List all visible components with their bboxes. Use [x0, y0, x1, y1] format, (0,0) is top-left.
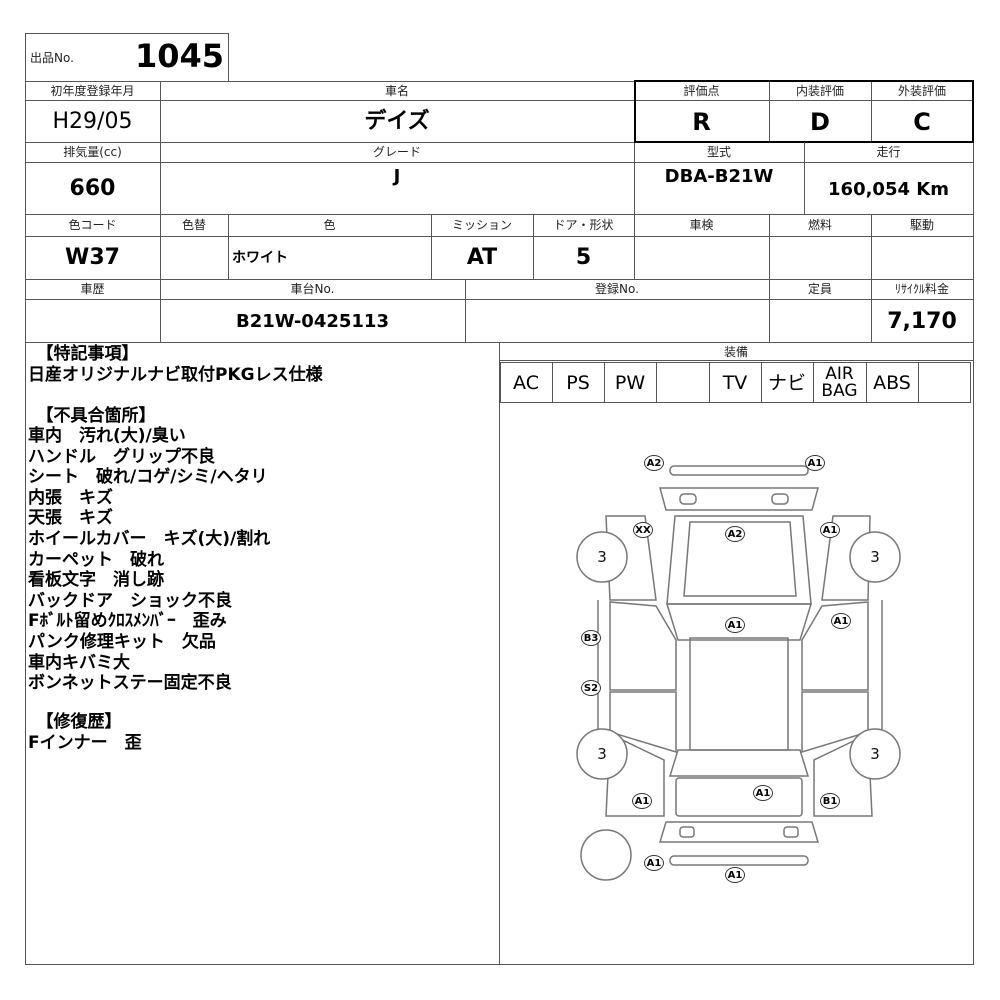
tire-front-right: 3 — [870, 548, 880, 566]
mission-label: ミッション — [451, 218, 512, 232]
history-label: 車歴 — [80, 282, 105, 296]
damage-mark: A1 — [632, 793, 652, 809]
interior-value: D — [810, 108, 830, 136]
equip-abs: ABS — [873, 372, 911, 394]
defects-list: 車内 汚れ(大)/臭い ハンドル グリップ不良 シート 破れ/コゲ/シミ/ヘタリ… — [28, 426, 271, 694]
score-label: 評価点 — [683, 84, 720, 98]
damage-mark: A2 — [725, 526, 745, 542]
damage-mark: A1 — [753, 785, 773, 801]
special-notes-heading: 【特記事項】 — [28, 344, 139, 364]
inspection-label: 車検 — [689, 218, 714, 232]
mileage-label: 走行 — [876, 145, 901, 159]
damage-mark: A2 — [644, 455, 664, 471]
displacement-label: 排気量(cc) — [63, 145, 122, 159]
equip-tv: TV — [722, 372, 748, 394]
reg-date-value: H29/05 — [52, 109, 133, 134]
recycle-value: 7,170 — [887, 309, 957, 334]
recycle-label: ﾘｻｲｸﾙ料金 — [894, 282, 949, 296]
special-notes-text: 日産オリジナルナビ取付PKGレス仕様 — [28, 365, 323, 385]
drive-label: 駆動 — [909, 218, 934, 232]
tire-rear-left: 3 — [597, 745, 607, 763]
displacement-value: 660 — [69, 176, 116, 201]
car-name-label: 車名 — [384, 84, 409, 98]
car-name-value: デイズ — [364, 109, 430, 134]
damage-mark: A1 — [831, 613, 851, 629]
grade-label: グレード — [372, 145, 421, 159]
color-label: 色 — [323, 218, 336, 232]
damage-mark: A1 — [820, 522, 840, 538]
score-value: R — [692, 108, 711, 136]
chassis-label: 車台No. — [290, 282, 335, 296]
color-code-value: W37 — [65, 245, 120, 270]
door-label: ドア・形状 — [553, 218, 614, 232]
defects-heading: 【不具合箇所】 — [28, 406, 156, 426]
equip-ac: AC — [513, 372, 539, 394]
damage-mark: XX — [633, 522, 653, 538]
interior-label: 内装評価 — [795, 84, 844, 98]
color-change-label: 色替 — [181, 218, 206, 232]
reg-date-label: 初年度登録年月 — [50, 84, 135, 98]
fuel-label: 燃料 — [807, 218, 832, 232]
repair-text: Fインナー 歪 — [28, 733, 142, 753]
tire-front-left: 3 — [597, 548, 607, 566]
model-value: DBA-B21W — [664, 166, 774, 187]
door-value: 5 — [575, 245, 592, 270]
equip-ps: PS — [566, 372, 590, 394]
damage-mark: A1 — [725, 867, 745, 883]
equip-pw: PW — [614, 372, 646, 394]
exterior-value: C — [913, 108, 931, 136]
damage-mark: A1 — [805, 455, 825, 471]
capacity-label: 定員 — [807, 282, 832, 296]
model-label: 型式 — [706, 145, 731, 159]
exterior-label: 外装評価 — [897, 84, 946, 98]
equip-navi: ナビ — [767, 372, 806, 394]
repair-heading: 【修復歴】 — [28, 712, 122, 732]
registration-label: 登録No. — [595, 282, 639, 296]
color-code-label: 色コード — [68, 218, 117, 232]
grade-value: J — [393, 166, 401, 187]
chassis-value: B21W-0425113 — [236, 311, 389, 332]
damage-mark: A1 — [725, 617, 745, 633]
equipment-label: 装備 — [723, 345, 748, 359]
color-value: ホワイト — [232, 250, 288, 266]
mission-value: AT — [466, 245, 498, 270]
mileage-value: 160,054 Km — [828, 179, 949, 200]
tire-rear-right: 3 — [870, 745, 880, 763]
equip-airbag: AIR BAG — [821, 364, 858, 401]
damage-mark: A1 — [644, 855, 664, 871]
lot-label: 出品No. — [30, 51, 74, 65]
lot-number: 1045 — [134, 37, 224, 75]
damage-mark: B3 — [581, 630, 601, 646]
damage-mark: S2 — [581, 680, 601, 696]
damage-mark: B1 — [820, 793, 840, 809]
